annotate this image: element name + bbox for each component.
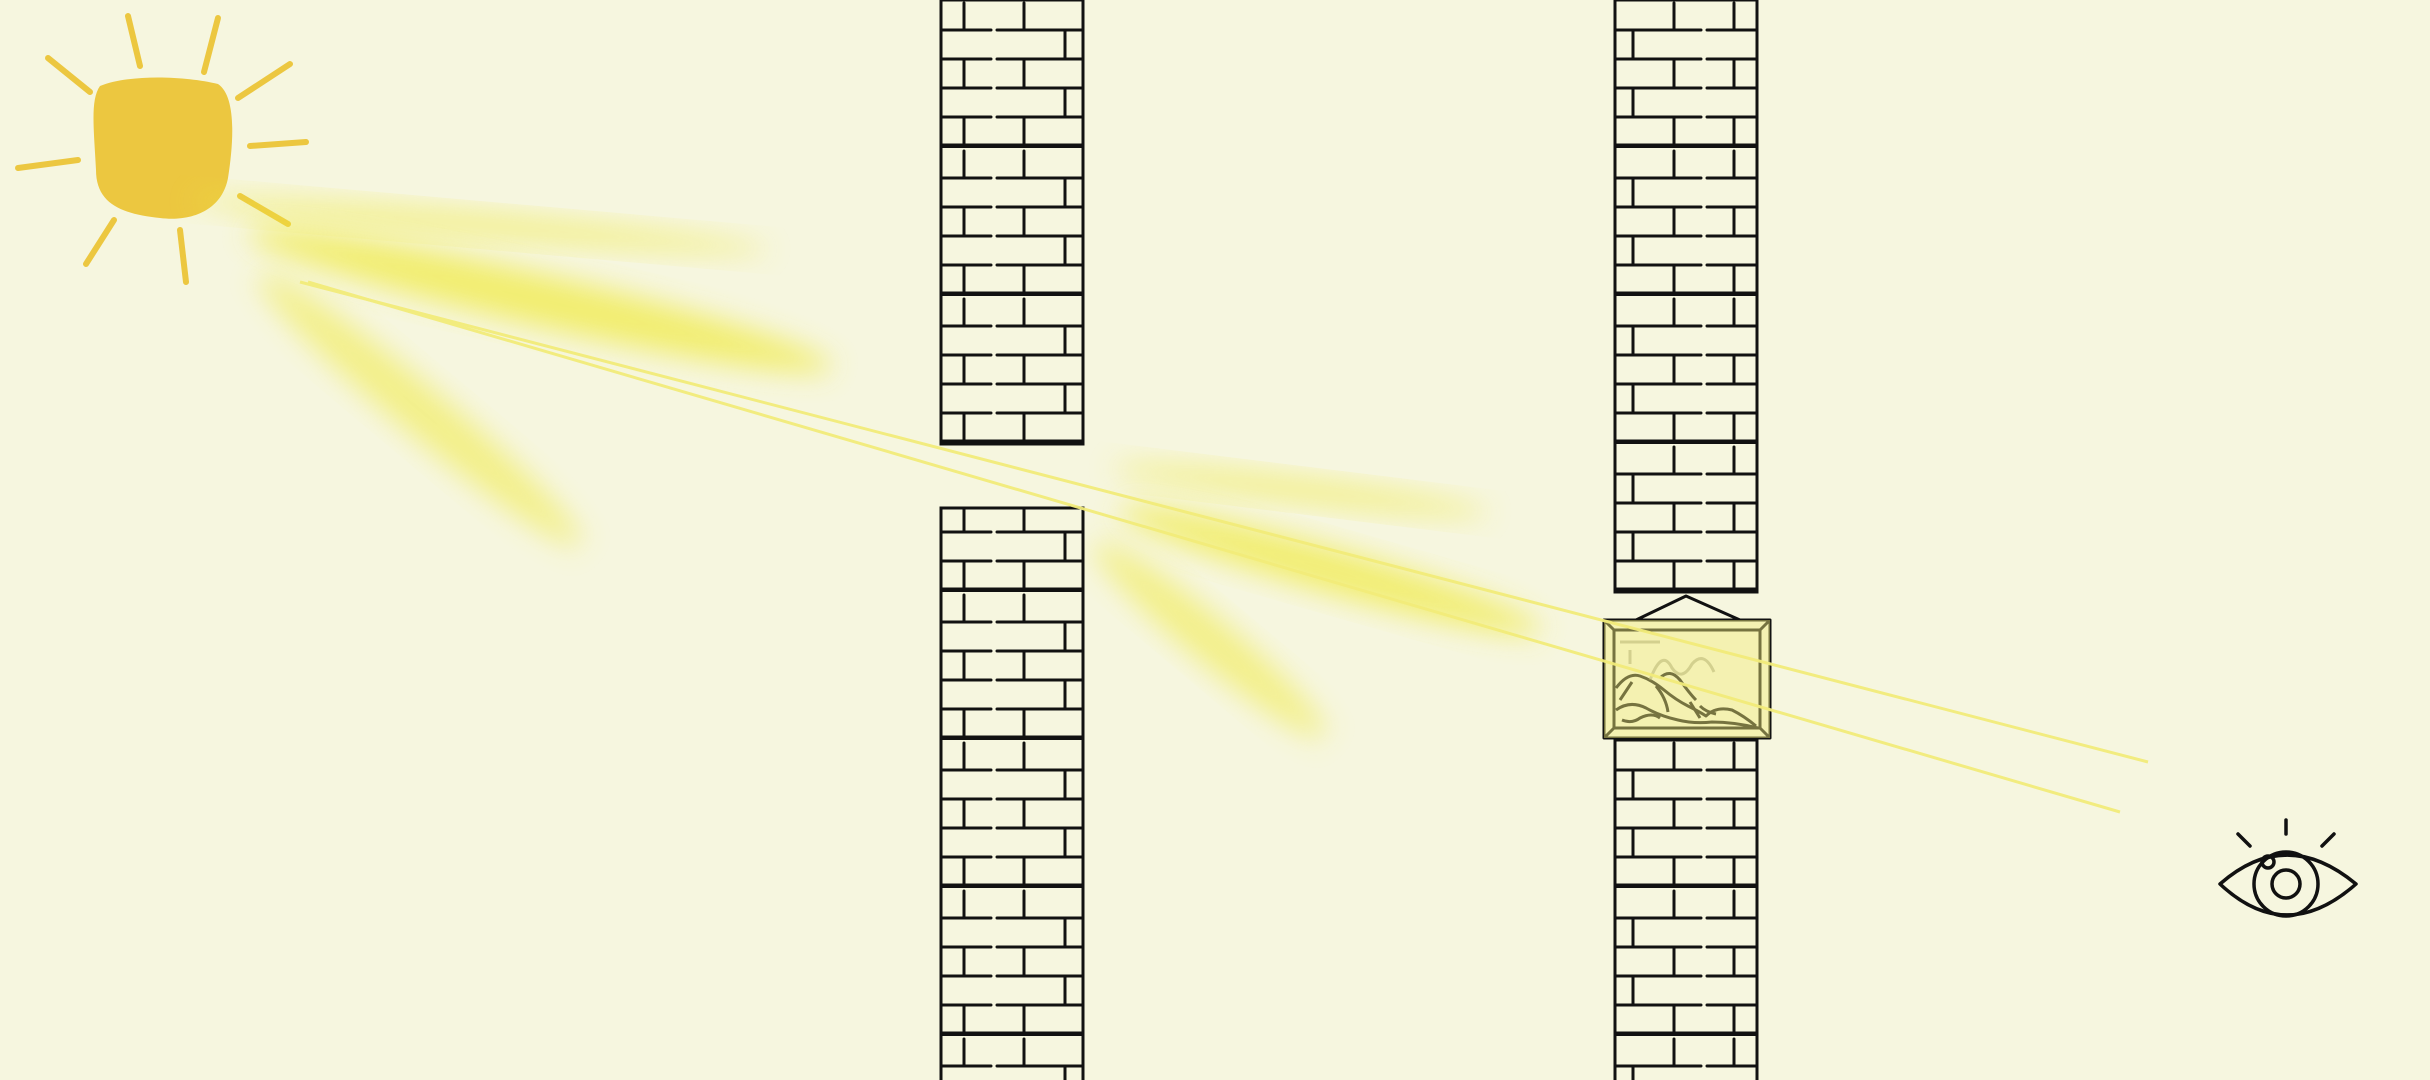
left-wall bbox=[939, 0, 1085, 1080]
light-glow bbox=[191, 197, 1542, 738]
painting-light-overlay bbox=[1604, 620, 1770, 738]
left-wall-bottom bbox=[939, 506, 1085, 1080]
light-ray bbox=[299, 280, 2149, 814]
right-wall-top bbox=[1613, 0, 1759, 594]
right-wall bbox=[1613, 0, 1759, 1080]
sun-icon[interactable] bbox=[15, 13, 309, 285]
right-wall-bottom bbox=[1613, 738, 1759, 1080]
left-wall-top bbox=[939, 0, 1085, 446]
framed-landscape-icon[interactable] bbox=[1602, 594, 1772, 740]
eye-icon[interactable] bbox=[2218, 818, 2358, 918]
